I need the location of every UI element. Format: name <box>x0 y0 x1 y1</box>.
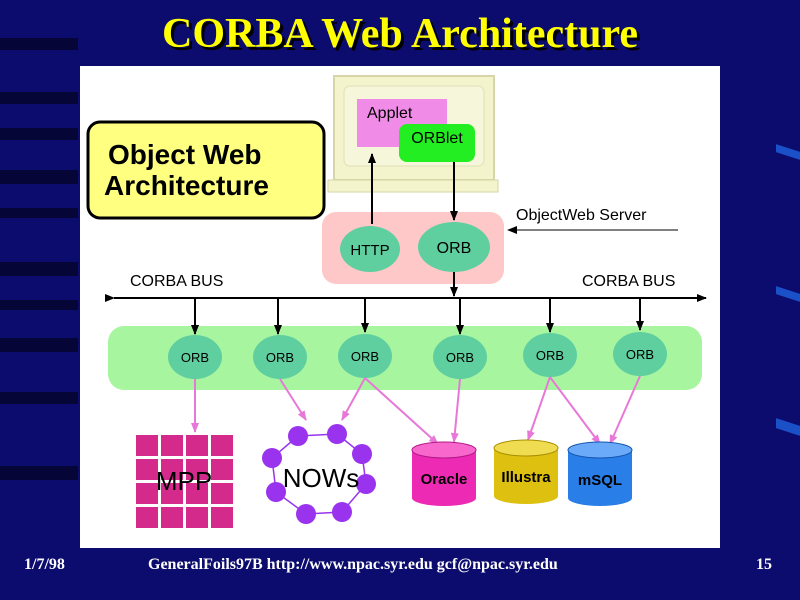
orblet-box <box>399 124 475 162</box>
server-orb-label: ORB <box>437 240 472 257</box>
http-node <box>340 226 400 272</box>
http-label: HTTP <box>350 242 389 259</box>
orb-node-label: ORB <box>266 350 294 365</box>
background-stripe <box>0 466 78 480</box>
orb-node <box>338 334 392 378</box>
background-stripe <box>0 128 78 140</box>
background-stripe <box>776 286 800 302</box>
background-stripe <box>776 418 800 436</box>
nows-label: NOWs <box>283 463 360 493</box>
slide-title: CORBA Web Architecture <box>162 11 638 57</box>
nows-network <box>262 424 376 524</box>
msql-label: mSQL <box>578 472 622 489</box>
applet-label: Applet <box>367 105 413 122</box>
diagram-canvas: Applet ORBlet Object Web Architecture HT… <box>86 75 707 528</box>
mpp-label: MPP <box>156 466 212 496</box>
background-stripe <box>0 208 78 218</box>
orb-node-label: ORB <box>446 350 474 365</box>
background-stripe <box>0 338 78 352</box>
box-title-line1: Object Web <box>108 139 262 170</box>
background-stripe <box>0 262 78 276</box>
illustra-label: Illustra <box>501 469 551 486</box>
page-number: 15 <box>756 556 772 573</box>
orb-node <box>253 335 307 379</box>
background-stripe <box>0 38 78 50</box>
bus-label-left: CORBA BUS <box>130 273 223 290</box>
object-web-box <box>86 120 326 220</box>
oracle-label: Oracle <box>421 471 468 488</box>
background-stripe <box>776 144 800 160</box>
oracle-database <box>411 441 477 506</box>
orb-to-nows-arrow <box>279 378 307 421</box>
mpp-grid <box>136 435 233 528</box>
orb-node <box>168 335 222 379</box>
server-label: ObjectWeb Server <box>516 207 647 224</box>
orb-node <box>613 332 667 376</box>
msql-database <box>567 441 633 506</box>
orb-node-label: ORB <box>181 350 209 365</box>
background-stripe <box>0 300 78 310</box>
orb-to-nows-arrow <box>341 377 366 421</box>
orb-node-label: ORB <box>536 348 564 363</box>
server-orb-node <box>418 222 490 272</box>
illustra-database <box>493 439 559 504</box>
background-stripe <box>0 170 78 184</box>
footer-date: 1/7/98 <box>24 556 65 573</box>
orb-to-oracle-arrow <box>364 377 439 445</box>
orblet-label: ORBlet <box>411 130 463 147</box>
background-stripe <box>0 92 78 104</box>
orb-to-msql-arrow <box>609 375 641 445</box>
orb-node-label: ORB <box>626 347 654 362</box>
background-stripe <box>0 392 78 404</box>
orb-node <box>523 333 577 377</box>
orb-to-msql-arrow <box>549 376 601 445</box>
orb-to-oracle-arrow <box>450 378 461 443</box>
bus-label-right: CORBA BUS <box>582 273 675 290</box>
orb-node <box>433 335 487 379</box>
orb-node-label: ORB <box>351 349 379 364</box>
box-title-line2: Architecture <box>104 170 269 201</box>
architecture-diagram: Applet ORBlet Object Web Architecture HT… <box>80 66 720 548</box>
orb-to-illustra-arrow <box>527 376 551 441</box>
footer-center: GeneralFoils97B http://www.npac.syr.edu … <box>148 556 558 573</box>
